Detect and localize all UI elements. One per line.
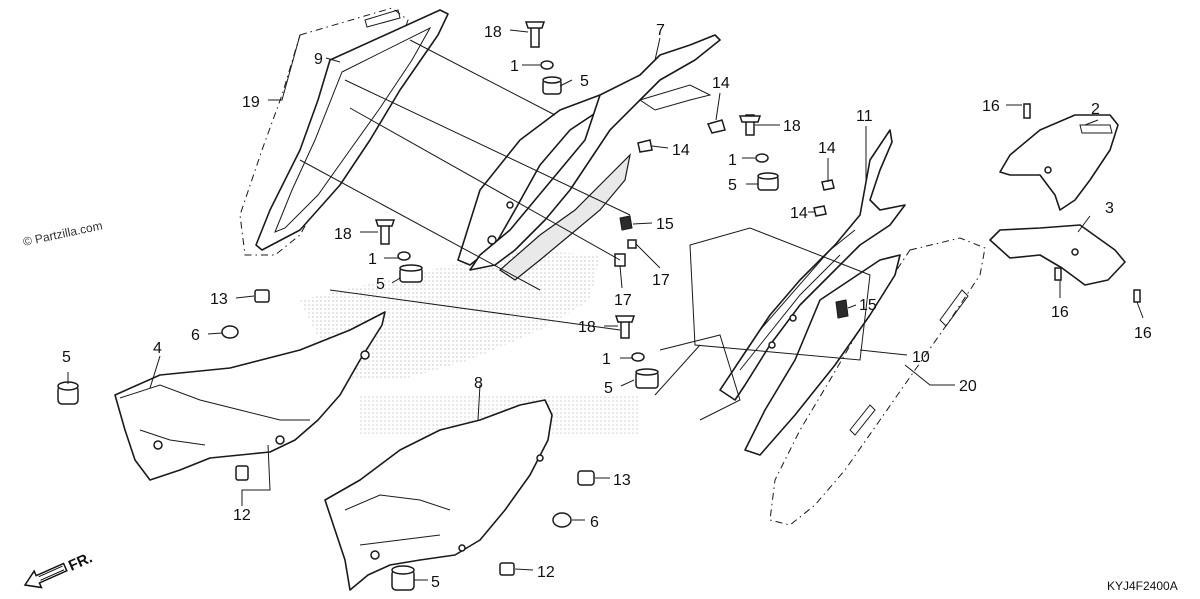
callout-18: 18 — [783, 118, 801, 135]
callout-5: 5 — [62, 349, 71, 366]
callout-4: 4 — [153, 340, 162, 357]
callout-1: 1 — [602, 351, 611, 368]
callout-7: 7 — [656, 22, 665, 39]
callout-15: 15 — [656, 216, 674, 233]
callout-12: 12 — [233, 507, 251, 524]
callout-10: 10 — [912, 349, 930, 366]
callout-15: 15 — [859, 297, 877, 314]
part-11-right-frame — [719, 129, 906, 401]
callout-18: 18 — [334, 226, 352, 243]
part-20-right-cover-outline — [769, 237, 986, 526]
callout-6: 6 — [191, 327, 200, 344]
callout-16: 16 — [1134, 325, 1152, 342]
callout-14: 14 — [818, 140, 836, 157]
part-10-right-trim — [744, 254, 901, 456]
callout-14: 14 — [790, 205, 808, 222]
callout-14: 14 — [672, 142, 690, 159]
callout-labels: 19 9 18 1 5 7 14 14 18 1 5 11 14 14 2 16… — [62, 22, 1152, 591]
callout-14: 14 — [712, 75, 730, 92]
callout-20: 20 — [959, 378, 977, 395]
callout-18: 18 — [484, 24, 502, 41]
callout-13: 13 — [613, 472, 631, 489]
part-4-left-cover — [114, 311, 386, 481]
callout-16: 16 — [982, 98, 1000, 115]
front-direction-indicator: FR. — [23, 549, 95, 589]
part-2-upper-cover — [999, 114, 1119, 211]
callout-1: 1 — [510, 58, 519, 75]
callout-16: 16 — [1051, 304, 1069, 321]
front-arrow-icon — [23, 562, 68, 589]
callout-12: 12 — [537, 564, 555, 581]
leader-lines — [67, 29, 1144, 581]
background-logo-shape — [300, 250, 600, 380]
callout-3: 3 — [1105, 200, 1114, 217]
callout-1: 1 — [368, 251, 377, 268]
callout-8: 8 — [474, 375, 483, 392]
diagram-code: KYJ4F2400A — [1107, 579, 1178, 593]
callout-18: 18 — [578, 319, 596, 336]
part-3-bracket — [989, 224, 1126, 286]
callout-5: 5 — [431, 574, 440, 591]
callout-5: 5 — [580, 73, 589, 90]
front-label: FR. — [66, 549, 95, 574]
watermark-text: © Partzilla.com — [22, 218, 104, 249]
reference-lines — [299, 39, 871, 421]
callout-1: 1 — [728, 152, 737, 169]
callout-9: 9 — [314, 51, 323, 68]
callout-17: 17 — [614, 292, 632, 309]
callout-19: 19 — [242, 94, 260, 111]
callout-6: 6 — [590, 514, 599, 531]
part-8-center-cover — [324, 399, 553, 591]
callout-5: 5 — [604, 380, 613, 397]
part-9-side-trim — [255, 9, 449, 251]
callout-2: 2 — [1091, 101, 1100, 118]
callout-11: 11 — [856, 108, 873, 125]
callout-5: 5 — [728, 177, 737, 194]
callout-13: 13 — [210, 291, 228, 308]
callout-5: 5 — [376, 276, 385, 293]
callout-17: 17 — [652, 272, 670, 289]
